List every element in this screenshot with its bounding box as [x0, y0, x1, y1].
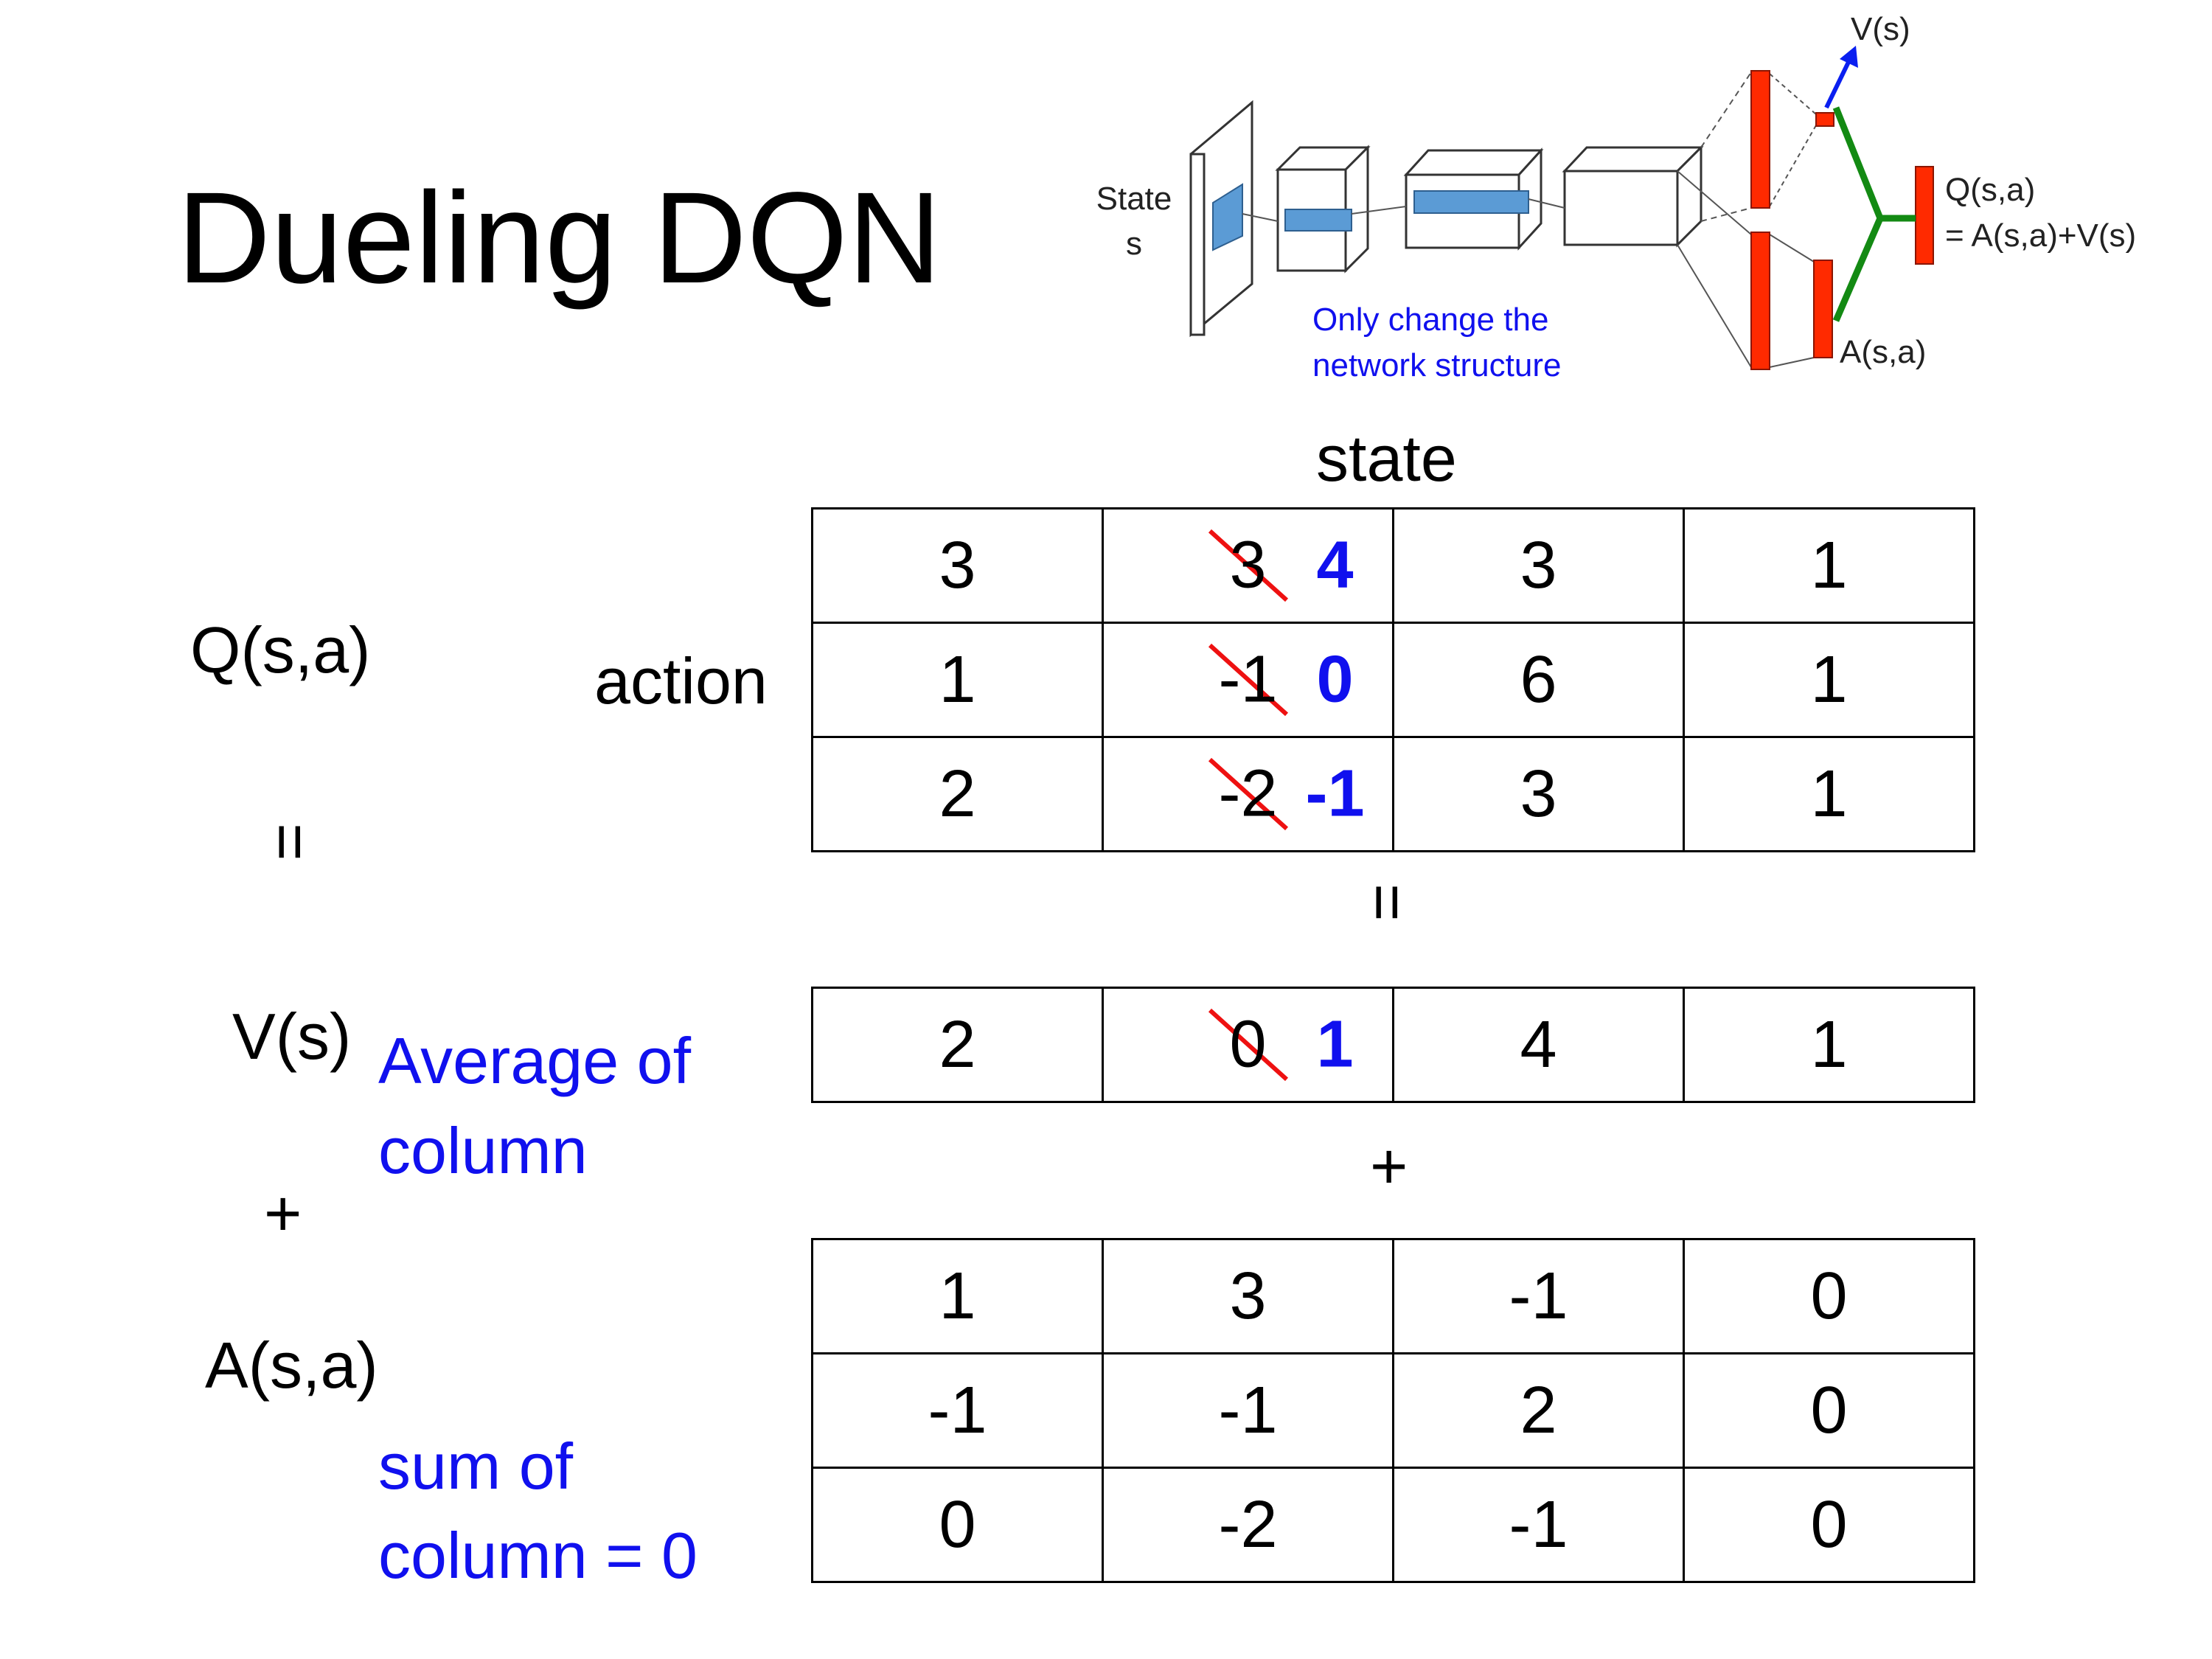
slide-title: Dueling DQN [177, 166, 942, 310]
table-cell: 1 [1683, 736, 1975, 852]
table-cell: 0 [811, 1467, 1104, 1583]
table-cell: 1 [1683, 507, 1975, 624]
table-cell: 1 [811, 622, 1104, 738]
plus-sign-left: + [264, 1177, 302, 1250]
action-axis-label: action [594, 644, 768, 717]
new-value: -1 [1305, 757, 1365, 831]
advantage-fc-layer [1750, 232, 1770, 370]
table-cell: -1 0 [1102, 622, 1394, 738]
a-output-label: A(s,a) [1840, 334, 1926, 370]
old-value: 3 [1229, 528, 1267, 602]
conv-filter [1212, 183, 1243, 251]
table-cell: 0 [1683, 1238, 1975, 1354]
q-label: Q(s,a) [190, 613, 371, 686]
new-value: 1 [1316, 1007, 1354, 1082]
table-cell: 2 [811, 987, 1104, 1103]
a-note-line2: column = 0 [378, 1519, 698, 1592]
dueling-network-diagram: State s V(s) Q(s,a) = A(s,a)+V(s) A(s,a)… [1096, 11, 2137, 383]
diagram-note-line1: Only change the [1312, 302, 1548, 338]
v-arrow-icon [1824, 46, 1858, 109]
conv-feature-2 [1413, 190, 1529, 214]
v-note-line1: Average of [378, 1024, 692, 1097]
q-output-label: Q(s,a) [1945, 172, 2035, 208]
table-cell: -1 [1392, 1467, 1685, 1583]
conv-feature-1 [1284, 209, 1352, 232]
table-cell: 2 [1392, 1352, 1685, 1469]
table-cell: 0 [1683, 1352, 1975, 1469]
diagram-note-line2: network structure [1312, 347, 1561, 383]
state-label-line2: s [1126, 226, 1142, 262]
advantage-output-layer [1813, 260, 1833, 358]
table-cell: 3 [1392, 507, 1685, 624]
table-cell: -1 [811, 1352, 1104, 1469]
v-output-label: V(s) [1851, 11, 1910, 47]
value-output-unit [1815, 112, 1834, 127]
old-value: -1 [1218, 642, 1278, 717]
table-cell: 6 [1392, 622, 1685, 738]
old-value: -2 [1218, 757, 1278, 831]
state-axis-label: state [1316, 422, 1457, 495]
table-cell: -2 -1 [1102, 736, 1394, 852]
state-label-line1: State [1096, 181, 1172, 217]
table-cell: -1 [1102, 1352, 1394, 1469]
table-cell: 2 [811, 736, 1104, 852]
merge-lines [1832, 106, 1916, 322]
a-note-line1: sum of [378, 1430, 574, 1503]
q-output-layer [1915, 166, 1934, 265]
plus-sign-middle: + [1370, 1130, 1408, 1203]
q-output-formula: = A(s,a)+V(s) [1945, 218, 2136, 254]
conv-box-3 [1562, 145, 1704, 248]
table-cell: 3 [1392, 736, 1685, 852]
new-value: 0 [1316, 642, 1354, 717]
table-cell: 0 [1683, 1467, 1975, 1583]
old-value: 0 [1229, 1007, 1267, 1082]
table-cell: -1 [1392, 1238, 1685, 1354]
table-cell: 1 [1683, 622, 1975, 738]
connection-lines [1242, 72, 1817, 368]
table-cell: 3 [811, 507, 1104, 624]
table-cell: 1 [811, 1238, 1104, 1354]
equals-sign-left: = [254, 823, 327, 861]
fc-layers [1750, 70, 1934, 370]
table-cell: 3 [1102, 1238, 1394, 1354]
a-label: A(s,a) [205, 1329, 378, 1402]
v-note-line2: column [378, 1114, 588, 1187]
equals-sign-middle: = [1351, 883, 1425, 922]
table-cell: 4 [1392, 987, 1685, 1103]
table-cell: 1 [1683, 987, 1975, 1103]
v-label: V(s) [232, 1000, 352, 1073]
table-cell: -2 [1102, 1467, 1394, 1583]
new-value: 4 [1316, 528, 1354, 602]
value-fc-layer [1750, 70, 1770, 209]
